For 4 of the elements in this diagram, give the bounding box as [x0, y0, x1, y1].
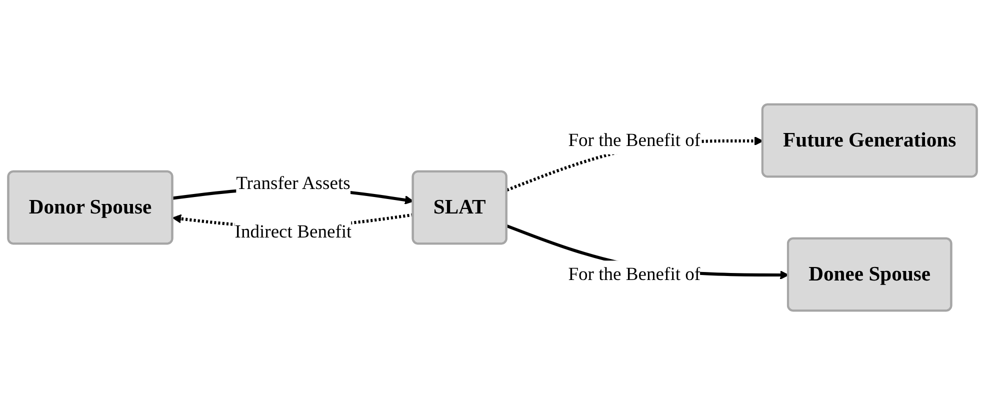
edge-label: For the Benefit of [568, 130, 701, 150]
edge-label: Transfer Assets [236, 172, 350, 194]
edge-label: Indirect Benefit [234, 220, 352, 242]
edge-label: For the Benefit of [568, 264, 701, 284]
